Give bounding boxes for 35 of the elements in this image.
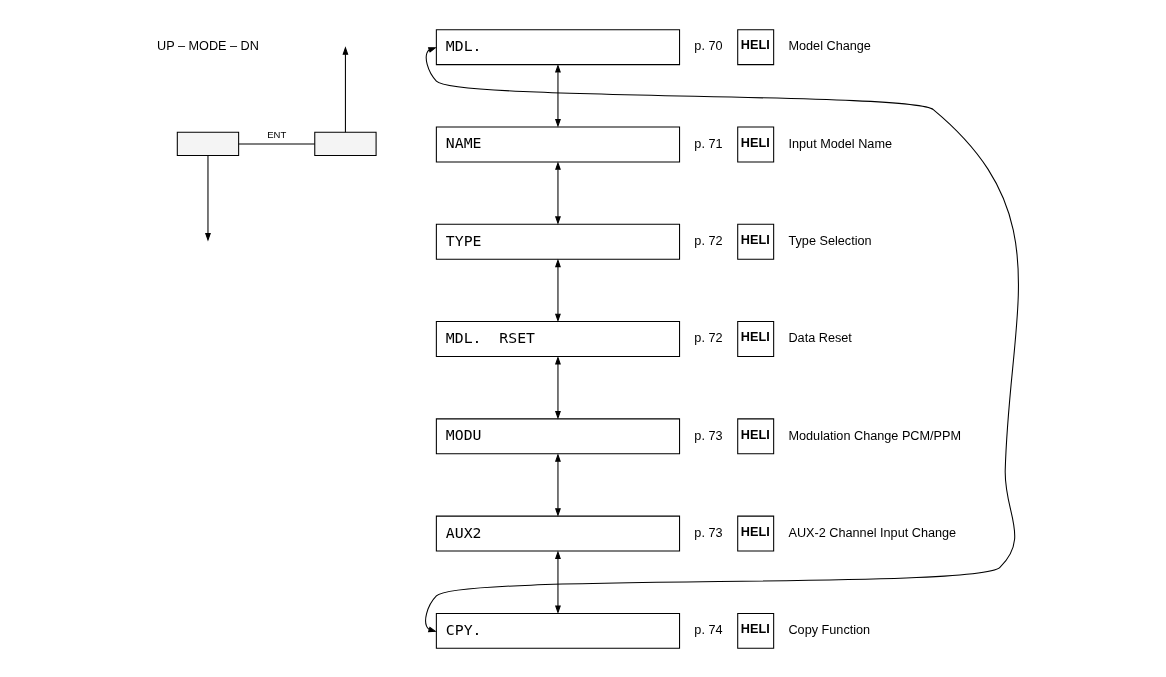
node-label: p. 74	[693, 623, 723, 638]
label: UP – MODE – DN	[156, 38, 259, 53]
node-label: Copy Function	[787, 623, 870, 638]
node-label: HELI	[740, 135, 770, 150]
arrow	[204, 155, 211, 242]
node-label: Model Change	[787, 39, 871, 54]
connector	[237, 143, 315, 145]
node-label: Modulation Change PCM/PPM	[787, 428, 961, 443]
node-label: p. 70	[693, 39, 723, 54]
node-label: p. 72	[693, 331, 723, 346]
node-label: Input Model Name	[787, 136, 892, 151]
arrow	[341, 46, 348, 133]
node-label: p. 72	[693, 234, 723, 249]
node-label: HELI	[740, 427, 770, 442]
node-label: Type Selection	[787, 234, 872, 249]
node-label: HELI	[740, 622, 770, 637]
arrow	[554, 64, 561, 128]
arrow	[554, 161, 561, 225]
node-box	[176, 131, 239, 157]
node-label: HELI	[740, 330, 770, 345]
node-label: HELI	[740, 38, 770, 53]
node-label: HELI	[740, 232, 770, 247]
node-label: Data Reset	[787, 331, 852, 346]
node-label: p. 73	[693, 428, 723, 443]
arrow	[554, 258, 561, 323]
arrow	[554, 550, 561, 614]
node-label: HELI	[740, 524, 770, 539]
edge-label: ENT	[266, 128, 286, 140]
arrow	[424, 47, 1019, 633]
node-label: p. 73	[693, 525, 723, 540]
node-box	[313, 131, 377, 157]
arrow	[554, 355, 561, 420]
node-label: AUX-2 Channel Input Change	[787, 525, 956, 540]
node-label: p. 71	[693, 136, 723, 151]
arrow	[554, 453, 561, 517]
